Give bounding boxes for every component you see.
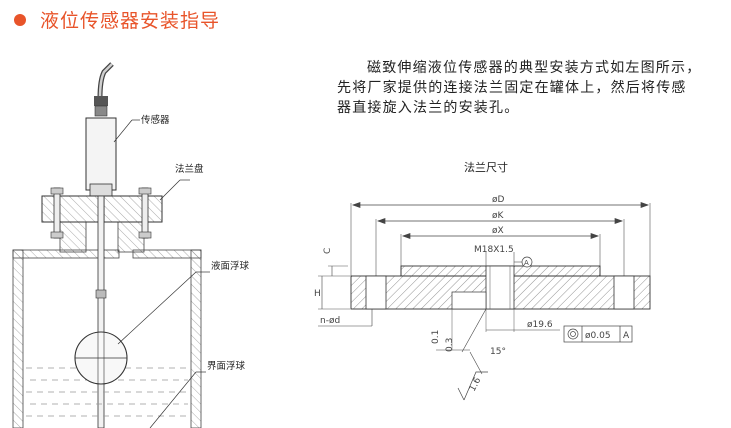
- bullet-dot-icon: [14, 13, 26, 26]
- bolt-right: [141, 187, 149, 239]
- thread-label: M18X1.5: [474, 245, 514, 255]
- dim-c: C: [323, 248, 333, 254]
- dim-h: H: [314, 289, 321, 299]
- datum-a-small: A: [524, 259, 529, 267]
- center-thread-bore: [485, 265, 515, 310]
- chamfer-angle: 15°: [490, 347, 506, 357]
- dim-holes: n-ød: [320, 316, 340, 326]
- bolt-hole-right: [613, 275, 635, 310]
- tolerance-value: ø0.05: [585, 331, 611, 341]
- description-line-3: 器直接旋入法兰的安装孔。: [337, 100, 520, 116]
- tank-top-right: [132, 249, 202, 259]
- sensor-leader: [113, 119, 133, 143]
- sensor-head: [85, 117, 117, 191]
- description-line-2: 先将厂家提供的连接法兰固定在罐体上，然后将传感: [337, 80, 687, 96]
- roughness-value: 1.6: [468, 376, 484, 394]
- dim-bolt-circle: øK: [492, 211, 505, 221]
- bolt-hole-left: [365, 275, 387, 310]
- datum-a-circle: [521, 256, 533, 268]
- chamfer-b: 0.3: [445, 338, 455, 352]
- description-text: 磁致伸缩液位传感器的典型安装方式如左图所示， 先将厂家提供的连接法兰固定在罐体上…: [337, 58, 727, 118]
- flange-plate-label: 法兰盘: [175, 163, 204, 175]
- flange-drawing: 法兰尺寸 øD øK øX: [314, 160, 651, 401]
- dim-inner-diameter: øX: [492, 226, 504, 236]
- page-header: 液位传感器安装指导: [14, 6, 220, 33]
- tank-wall-right: [190, 249, 202, 428]
- tolerance-frame: [563, 325, 633, 343]
- installation-diagram: 传感器 法兰盘 液面浮球 界面浮球: [12, 62, 250, 428]
- dim-outer-diameter: øD: [492, 195, 505, 205]
- tank-wall-left: [12, 249, 24, 428]
- flange-right: [103, 195, 163, 223]
- liquid-float-leader: [117, 271, 197, 345]
- interface-float-label: 界面浮球: [207, 360, 246, 372]
- flange-drawing-title: 法兰尺寸: [464, 160, 508, 174]
- interface-float-leader: [149, 371, 197, 428]
- flange-leader: [159, 179, 181, 201]
- bolt-left: [53, 187, 61, 239]
- flange-left: [41, 195, 101, 223]
- page-title: 液位传感器安装指导: [40, 10, 221, 32]
- concentricity-icon: [567, 328, 579, 340]
- cable-connector: [94, 96, 108, 106]
- probe-rod: [97, 195, 105, 428]
- chamfer-a: 0.1: [431, 330, 441, 344]
- tolerance-datum: A: [623, 331, 630, 341]
- liquid-float-label: 液面浮球: [211, 260, 250, 272]
- roughness-symbol: [463, 371, 488, 401]
- dim-bore: ø19.6: [527, 320, 553, 330]
- description-line-1: 磁致伸缩液位传感器的典型安装方式如左图所示，: [367, 60, 702, 76]
- sensor-label: 传感器: [141, 114, 170, 126]
